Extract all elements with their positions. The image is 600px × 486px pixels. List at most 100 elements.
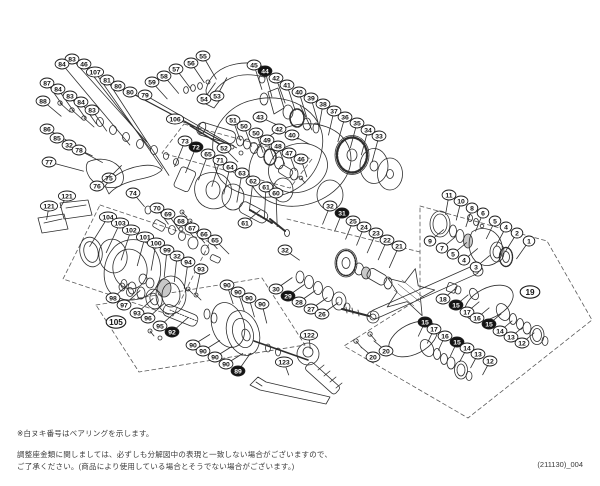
- callout-balloon: 94: [180, 256, 196, 289]
- assembly-group-balloon: 19: [519, 285, 541, 299]
- svg-text:47: 47: [285, 150, 293, 157]
- svg-text:94: 94: [184, 259, 192, 266]
- callout-balloon: 27: [303, 297, 328, 315]
- svg-text:19: 19: [525, 288, 535, 297]
- svg-text:12: 12: [518, 340, 526, 347]
- svg-text:40: 40: [288, 132, 296, 139]
- callout-balloon: 99: [159, 244, 175, 277]
- callout-balloon: 17: [459, 301, 480, 318]
- callout-balloon: 93: [129, 298, 154, 319]
- svg-text:9: 9: [428, 238, 432, 245]
- svg-text:28: 28: [295, 299, 303, 306]
- bearing-callout-balloon: 92: [164, 317, 189, 338]
- callout-balloon: 21: [388, 240, 407, 269]
- svg-text:73: 73: [181, 138, 189, 145]
- svg-text:101: 101: [139, 234, 151, 241]
- assembly-group-balloon: 105: [105, 315, 127, 329]
- svg-text:65: 65: [211, 237, 219, 244]
- svg-text:20: 20: [369, 354, 377, 361]
- svg-text:27: 27: [307, 306, 315, 313]
- callout-balloon: 63: [234, 167, 250, 203]
- drive-shaft-parts: [259, 87, 320, 134]
- callout-balloon: 38: [315, 98, 331, 129]
- callout-balloon: 6: [475, 207, 490, 232]
- svg-text:52: 52: [220, 145, 228, 152]
- svg-text:45: 45: [250, 62, 258, 69]
- callout-balloon: 37: [326, 105, 342, 136]
- callout-balloon: 90: [241, 292, 257, 318]
- svg-text:83: 83: [68, 56, 76, 63]
- callout-balloon: 32: [277, 244, 300, 261]
- svg-text:65: 65: [204, 151, 212, 158]
- svg-text:62: 62: [249, 178, 257, 185]
- svg-text:40: 40: [295, 89, 303, 96]
- svg-text:80: 80: [114, 83, 122, 90]
- pawl-parts: [144, 205, 221, 264]
- svg-text:80: 80: [126, 89, 134, 96]
- svg-text:38: 38: [319, 101, 327, 108]
- kick-lever: [104, 164, 163, 195]
- callout-balloon: 84: [54, 58, 131, 146]
- svg-text:15: 15: [453, 339, 461, 346]
- callout-balloon: 56: [183, 57, 205, 84]
- svg-text:87: 87: [43, 80, 51, 87]
- callout-balloon: 12: [514, 332, 535, 349]
- svg-text:16: 16: [441, 333, 449, 340]
- callout-balloon: 73: [174, 135, 193, 168]
- callout-balloon: 58: [156, 70, 180, 94]
- svg-text:23: 23: [372, 230, 380, 237]
- svg-text:61: 61: [262, 184, 270, 191]
- callout-balloon: 78: [71, 144, 103, 164]
- svg-text:96: 96: [144, 315, 152, 322]
- svg-text:16: 16: [473, 315, 481, 322]
- svg-text:92: 92: [168, 329, 176, 336]
- svg-text:49: 49: [263, 137, 271, 144]
- callout-balloon: 28: [291, 290, 316, 308]
- bearing-callout-balloon: 15: [417, 316, 433, 337]
- callout-balloon: 100: [146, 237, 166, 271]
- clutch-parts: [173, 166, 290, 237]
- svg-text:98: 98: [109, 295, 117, 302]
- bearing-callout-balloon: 15: [448, 294, 469, 311]
- svg-text:44: 44: [261, 68, 269, 75]
- callout-balloon: 76: [89, 174, 112, 192]
- svg-text:32: 32: [281, 247, 289, 254]
- bearing-callout-balloon: 89: [230, 352, 251, 377]
- callout-balloon: 25: [345, 215, 361, 240]
- callout-balloon: 51: [225, 114, 241, 141]
- callout-balloon: 17: [426, 323, 442, 344]
- bearing-callout-balloon: 15: [481, 313, 502, 330]
- footnote-washers-line2: ご了承ください。(商品により使用している場合とそうでない場合がございます。): [17, 462, 295, 471]
- callout-balloon: 50: [236, 120, 252, 147]
- worm-shaft: [187, 121, 237, 147]
- callout-balloon: 3: [469, 255, 491, 273]
- callout-balloon: 40: [291, 86, 307, 118]
- svg-text:22: 22: [383, 237, 391, 244]
- svg-text:84: 84: [58, 61, 66, 68]
- callout-balloon: 59: [144, 76, 168, 100]
- svg-text:90: 90: [189, 342, 197, 349]
- svg-text:121: 121: [61, 193, 73, 200]
- svg-text:13: 13: [474, 351, 482, 358]
- svg-text:26: 26: [318, 311, 326, 318]
- svg-text:78: 78: [75, 147, 83, 154]
- svg-text:50: 50: [240, 123, 248, 130]
- callout-balloon: 121: [39, 200, 59, 220]
- callout-balloon: 90: [219, 279, 235, 305]
- svg-text:24: 24: [360, 224, 368, 231]
- callout-balloon: 45: [246, 59, 263, 90]
- drive-gear: [334, 248, 393, 290]
- svg-text:85: 85: [53, 135, 61, 142]
- svg-text:95: 95: [156, 323, 164, 330]
- svg-text:42: 42: [275, 126, 283, 133]
- drag-discs: [334, 135, 403, 191]
- callout-balloon: 74: [125, 187, 145, 208]
- svg-text:71: 71: [216, 157, 224, 164]
- callout-balloon: 104: [89, 211, 118, 247]
- callout-balloon: 48: [270, 140, 286, 165]
- svg-text:83: 83: [88, 107, 96, 114]
- callout-balloon: 41: [279, 79, 296, 111]
- svg-text:13: 13: [507, 334, 515, 341]
- callout-balloon: 24: [356, 221, 372, 246]
